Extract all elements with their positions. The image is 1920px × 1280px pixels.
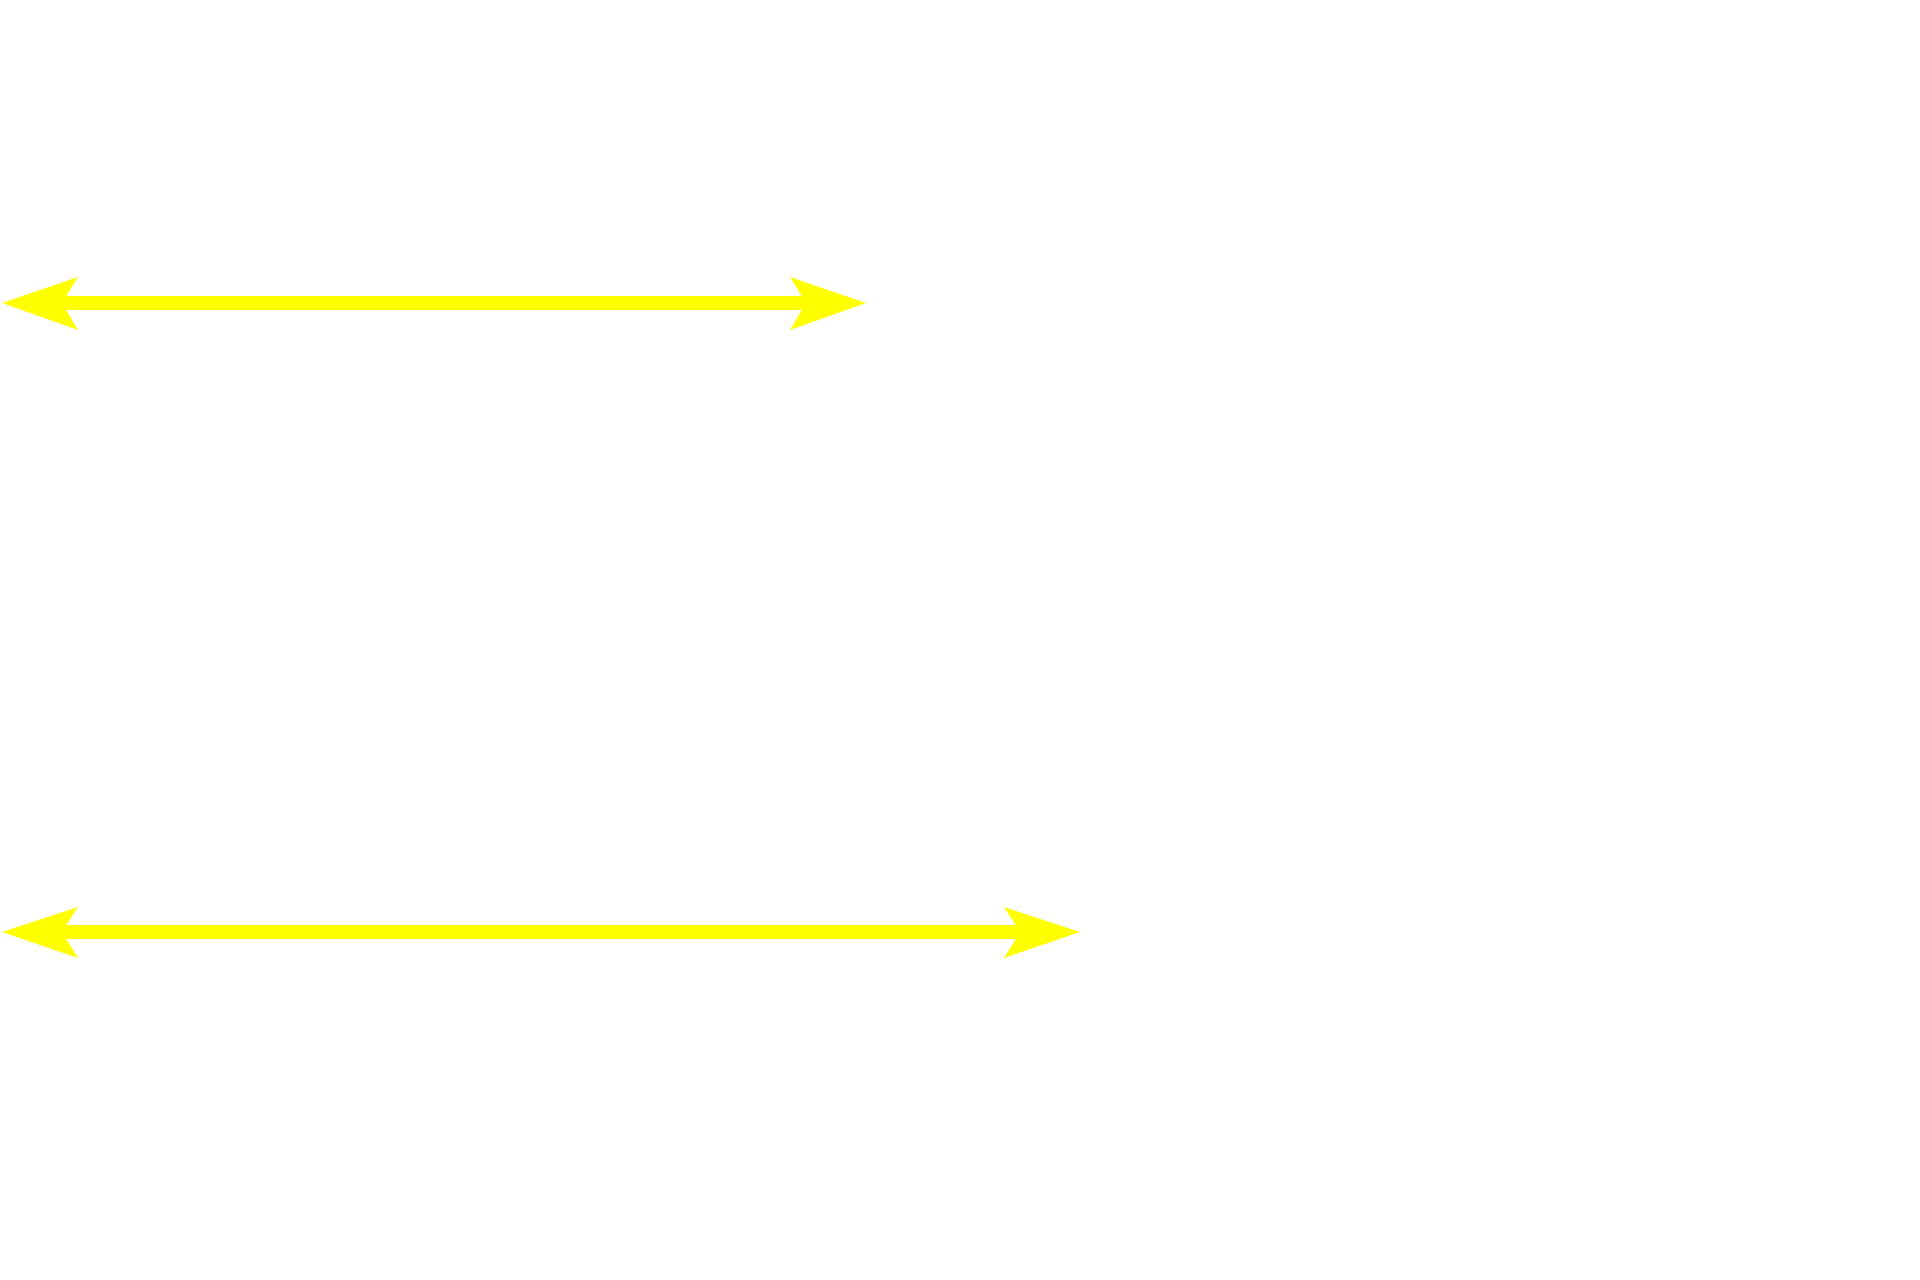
arrow-upper-shaft	[62, 296, 806, 310]
arrow-upper-left-head	[2, 277, 78, 330]
arrow-lower-left-head	[2, 907, 78, 958]
arrow-upper-right-head	[790, 277, 866, 330]
arrow-lower-shaft	[62, 925, 1020, 939]
arrow-lower-right-head	[1004, 907, 1080, 958]
double-headed-arrow-upper	[2, 277, 866, 330]
double-headed-arrow-lower	[2, 907, 1080, 958]
